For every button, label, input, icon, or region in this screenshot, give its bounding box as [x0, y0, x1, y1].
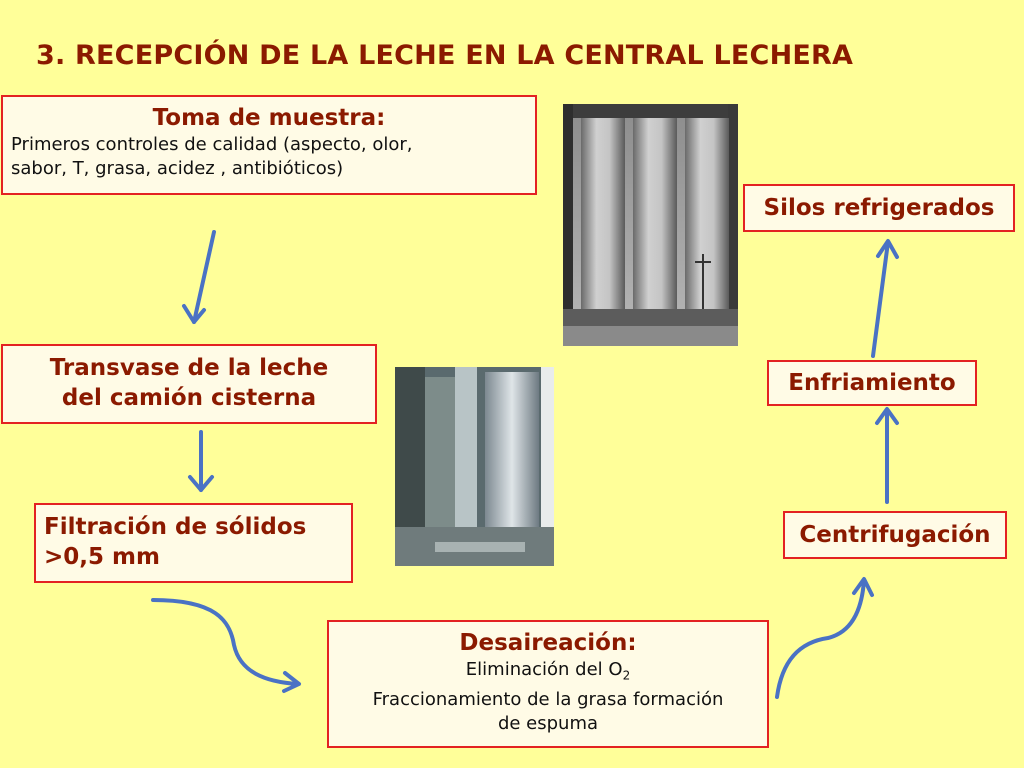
plant-interior-photo: [395, 367, 554, 566]
transvase-box: Transvase de la leche del camión cistern…: [1, 344, 377, 424]
desaireacion-box: Desaireación: Eliminación del O2 Fraccio…: [327, 620, 769, 748]
centrifugacion-box: Centrifugación: [783, 511, 1007, 559]
desaireacion-line2: Fraccionamiento de la grasa formación: [372, 688, 724, 710]
desaireacion-heading: Desaireación:: [459, 630, 637, 656]
silos-box: Silos refrigerados: [743, 184, 1015, 232]
arrow-enfriamiento-to-silos: [871, 239, 899, 358]
toma-de-muestra-line1: Primeros controles de calidad (aspecto, …: [11, 134, 413, 155]
enfriamiento-label: Enfriamiento: [788, 370, 956, 396]
transvase-line2: del camión cisterna: [61, 385, 317, 411]
silos-photo: [563, 104, 738, 346]
arrow-filtracion-to-desaireacion: [151, 598, 301, 693]
enfriamiento-box: Enfriamiento: [767, 360, 977, 406]
desaireacion-line1: Eliminación del O2: [333, 658, 763, 688]
silos-label: Silos refrigerados: [763, 195, 995, 221]
filtracion-line2: >0,5 mm: [44, 544, 160, 570]
centrifugacion-label: Centrifugación: [799, 522, 991, 548]
filtracion-box: Filtración de sólidos >0,5 mm: [34, 503, 353, 583]
desaireacion-line3: de espuma: [497, 712, 599, 734]
arrow-transvase-to-filtracion: [188, 430, 214, 492]
desaireacion-line1-sub: 2: [622, 668, 631, 683]
desaireacion-line1-text: Eliminación del O: [465, 659, 623, 680]
transvase-line1: Transvase de la leche: [49, 355, 329, 381]
filtracion-line1: Filtración de sólidos: [44, 514, 307, 540]
arrow-centrifugacion-to-enfriamiento: [875, 407, 899, 504]
toma-de-muestra-box: Toma de muestra: Primeros controles de c…: [1, 95, 537, 195]
toma-de-muestra-line2: sabor, T, grasa, acidez , antibióticos): [11, 158, 344, 179]
slide-title: 3. RECEPCIÓN DE LA LECHE EN LA CENTRAL L…: [36, 40, 854, 71]
arrow-toma-to-transvase: [182, 230, 216, 324]
toma-de-muestra-heading: Toma de muestra:: [152, 105, 386, 131]
arrow-desaireacion-to-centrifugacion: [775, 577, 874, 699]
